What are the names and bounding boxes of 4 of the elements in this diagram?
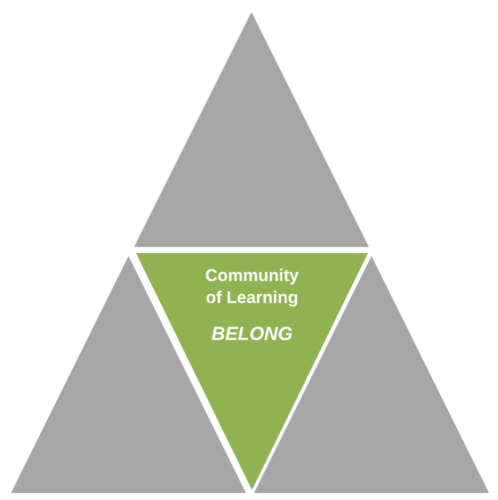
segment-keyword: BELONG bbox=[210, 323, 294, 347]
segment-title: Community of Learning bbox=[204, 265, 300, 310]
center-triangle bbox=[136, 253, 368, 490]
top-triangle bbox=[134, 12, 369, 247]
